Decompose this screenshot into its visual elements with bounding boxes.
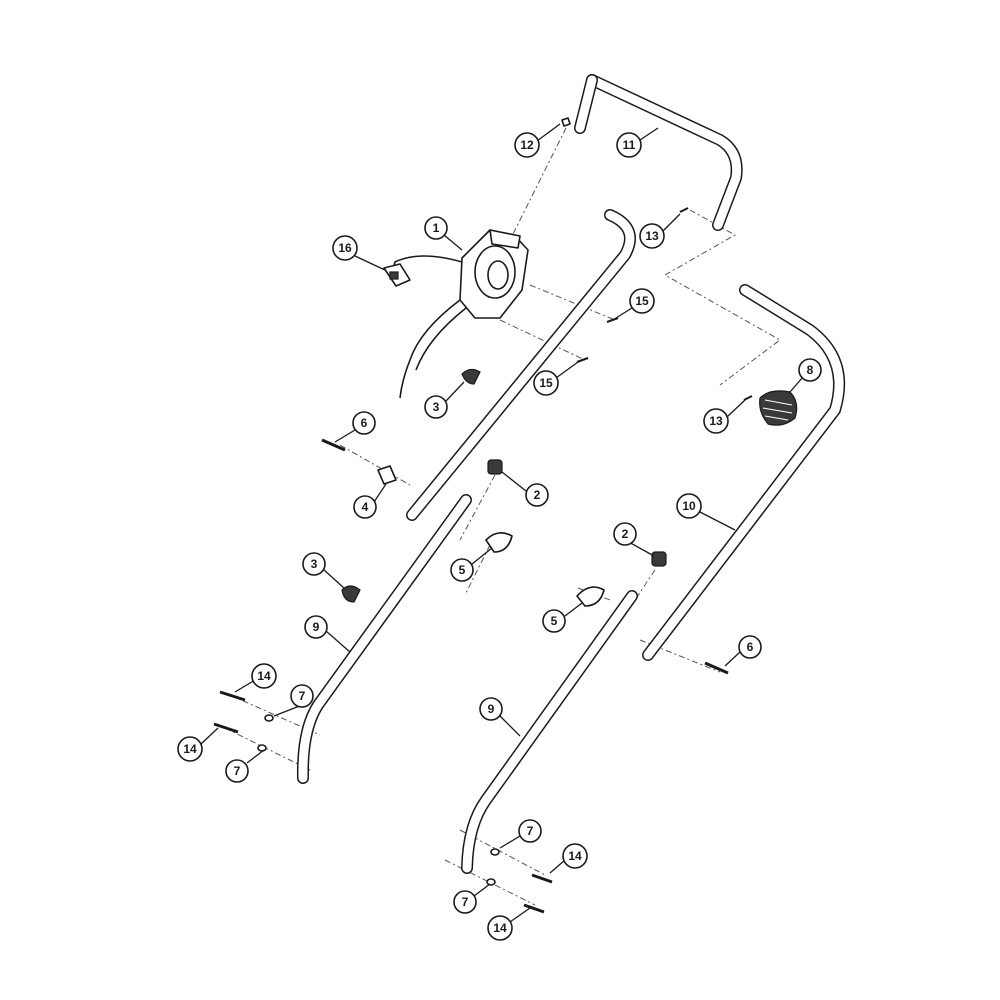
svg-text:7: 7 [462, 895, 469, 909]
right-upper-handle [642, 284, 846, 661]
callout-5: 5 [450, 558, 474, 582]
svg-text:7: 7 [299, 689, 306, 703]
callout-1: 1 [424, 216, 448, 240]
left-lower-tube [296, 494, 472, 784]
svg-text:8: 8 [807, 363, 814, 377]
callout-15: 15 [629, 288, 655, 314]
callout-16: 16 [332, 235, 358, 261]
callout-14: 14 [251, 663, 277, 689]
callout-6: 6 [738, 635, 762, 659]
callout-13: 13 [639, 223, 665, 249]
small-parts [213, 117, 753, 914]
callout-3: 3 [424, 395, 448, 419]
callout-10: 10 [676, 493, 702, 519]
callout-6: 6 [352, 411, 376, 435]
svg-text:5: 5 [551, 614, 558, 628]
callout-3: 3 [302, 552, 326, 576]
callout-4: 4 [353, 495, 377, 519]
callout-14: 14 [562, 843, 588, 869]
callout-7: 7 [518, 819, 542, 843]
svg-text:16: 16 [338, 241, 352, 255]
svg-text:13: 13 [645, 229, 659, 243]
svg-text:14: 14 [568, 849, 582, 863]
callout-7: 7 [290, 684, 314, 708]
cable-clip [383, 263, 411, 287]
svg-text:14: 14 [183, 742, 197, 756]
svg-text:15: 15 [539, 376, 553, 390]
svg-text:9: 9 [488, 702, 495, 716]
svg-text:10: 10 [682, 499, 696, 513]
callout-7: 7 [225, 759, 249, 783]
right-lower-tube [461, 590, 638, 874]
svg-text:6: 6 [361, 416, 368, 430]
control-box [391, 229, 529, 399]
svg-text:7: 7 [234, 764, 241, 778]
callout-9: 9 [479, 697, 503, 721]
upper-handle-crossbar [574, 74, 743, 231]
callout-8: 8 [798, 358, 822, 382]
svg-text:11: 11 [623, 138, 636, 152]
callout-2: 2 [613, 522, 637, 546]
callout-14: 14 [177, 736, 203, 762]
svg-text:12: 12 [520, 138, 534, 152]
svg-text:5: 5 [459, 563, 466, 577]
svg-text:2: 2 [534, 488, 541, 502]
callout-15: 15 [533, 370, 559, 396]
svg-text:14: 14 [257, 669, 271, 683]
svg-text:6: 6 [747, 640, 754, 654]
svg-text:1: 1 [433, 221, 440, 235]
left-upper-handle [406, 209, 636, 521]
callout-12: 12 [514, 132, 540, 158]
handle-knob [759, 390, 798, 426]
callout-9: 9 [304, 615, 328, 639]
callout-5: 5 [542, 609, 566, 633]
svg-text:3: 3 [433, 400, 440, 414]
svg-text:2: 2 [622, 527, 629, 541]
svg-text:13: 13 [709, 414, 723, 428]
callout-7: 7 [453, 890, 477, 914]
callout-2: 2 [525, 483, 549, 507]
svg-text:9: 9 [313, 620, 320, 634]
svg-text:14: 14 [493, 921, 507, 935]
svg-text:4: 4 [362, 500, 369, 514]
svg-text:3: 3 [311, 557, 318, 571]
svg-text:15: 15 [635, 294, 649, 308]
callout-11: 11 [616, 132, 642, 158]
svg-text:7: 7 [527, 824, 534, 838]
callout-13: 13 [703, 408, 729, 434]
callout-14: 14 [487, 915, 513, 941]
leader-lines [200, 123, 804, 923]
